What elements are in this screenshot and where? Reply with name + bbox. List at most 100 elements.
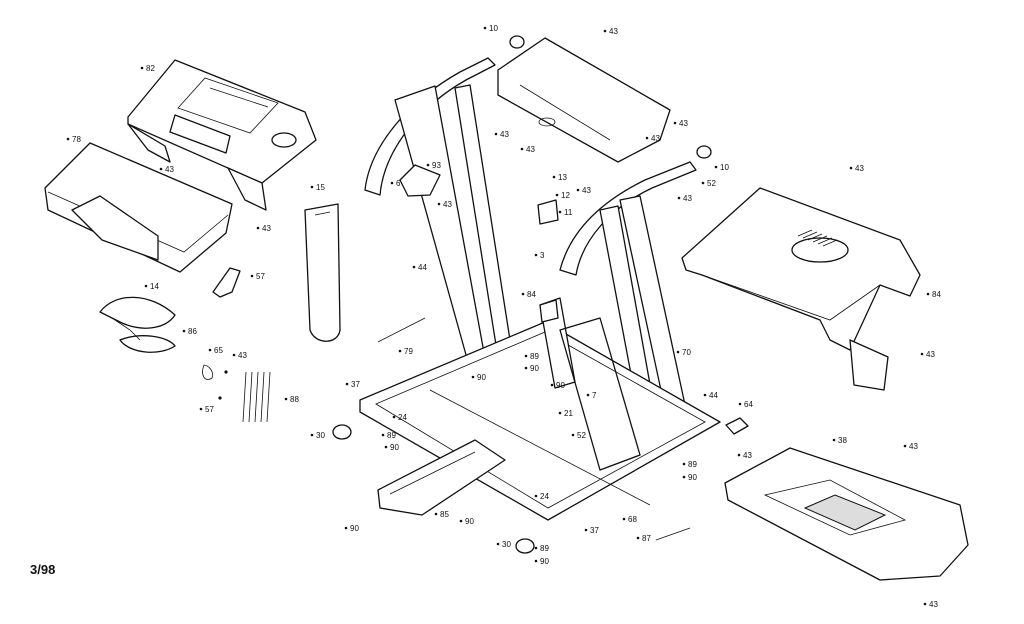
callout-marker	[555, 193, 559, 197]
callout-label-43: 43	[582, 186, 591, 195]
callout-label-38: 38	[838, 436, 847, 445]
callout-label-13: 13	[558, 173, 567, 182]
callout-marker	[310, 185, 314, 189]
callout-marker	[636, 536, 640, 540]
callout-marker	[208, 348, 212, 352]
callout-marker	[182, 329, 186, 333]
callout-marker	[232, 353, 236, 357]
callout-marker	[586, 393, 590, 397]
callout-label-10: 10	[489, 24, 498, 33]
callout-marker	[534, 546, 538, 550]
callout-marker	[392, 415, 396, 419]
callout-marker	[682, 462, 686, 466]
callout-label-43: 43	[926, 350, 935, 359]
callout-label-82: 82	[146, 64, 155, 73]
callout-label-43: 43	[909, 442, 918, 451]
callout-label-85: 85	[440, 510, 449, 519]
callout-marker	[534, 559, 538, 563]
callout-marker	[622, 517, 626, 521]
callout-marker	[926, 292, 930, 296]
callout-marker	[345, 382, 349, 386]
callout-marker	[849, 166, 853, 170]
callout-label-43: 43	[651, 134, 660, 143]
callout-label-79: 79	[404, 347, 413, 356]
callout-label-37: 37	[590, 526, 599, 535]
callout-label-30: 30	[502, 540, 511, 549]
callout-marker	[832, 438, 836, 442]
motor-hood-part	[127, 59, 317, 211]
callout-label-24: 24	[540, 492, 549, 501]
callout-label-7: 7	[592, 391, 597, 400]
callout-label-10: 10	[720, 163, 729, 172]
main-frame-part	[359, 57, 721, 521]
motor-cover-part	[681, 187, 921, 391]
callout-marker	[558, 411, 562, 415]
callout-label-43: 43	[165, 165, 174, 174]
callout-label-52: 52	[577, 431, 586, 440]
callout-label-87: 87	[642, 534, 651, 543]
callout-marker	[496, 542, 500, 546]
motor-tray-part	[724, 447, 969, 581]
callout-marker	[676, 350, 680, 354]
callout-marker	[584, 528, 588, 532]
callout-label-90: 90	[390, 443, 399, 452]
callout-marker	[682, 475, 686, 479]
callout-marker	[66, 137, 70, 141]
callout-label-43: 43	[929, 600, 938, 609]
callout-marker	[250, 274, 254, 278]
callout-label-84: 84	[932, 290, 941, 299]
callout-label-78: 78	[72, 135, 81, 144]
callout-marker	[673, 121, 677, 125]
callout-label-43: 43	[855, 164, 864, 173]
callout-marker	[677, 196, 681, 200]
callout-label-30: 30	[316, 431, 325, 440]
callout-label-43: 43	[683, 194, 692, 203]
hood-cover-part	[44, 142, 233, 273]
callout-marker	[144, 284, 148, 288]
callout-label-6: 6	[396, 179, 401, 188]
console-plate-part	[497, 37, 671, 163]
callout-label-43: 43	[238, 351, 247, 360]
callout-label-70: 70	[682, 348, 691, 357]
callout-label-43: 43	[500, 130, 509, 139]
callout-marker	[398, 349, 402, 353]
callout-marker	[140, 66, 144, 70]
callout-label-90: 90	[540, 557, 549, 566]
callout-marker	[199, 407, 203, 411]
motor-bracket-part	[377, 164, 559, 343]
callout-marker	[483, 26, 487, 30]
callout-label-14: 14	[150, 282, 159, 291]
callout-label-64: 64	[744, 400, 753, 409]
callout-label-89: 89	[387, 431, 396, 440]
callout-label-43: 43	[743, 451, 752, 460]
callout-marker	[534, 253, 538, 257]
skid-plate-part	[377, 439, 506, 516]
callout-label-90: 90	[477, 373, 486, 382]
callout-marker	[437, 202, 441, 206]
date-code: 3/98	[30, 562, 56, 577]
callout-marker	[603, 29, 607, 33]
callout-marker	[703, 393, 707, 397]
callout-marker	[737, 453, 741, 457]
callout-label-11: 11	[564, 208, 573, 217]
callout-marker	[344, 526, 348, 530]
callout-label-43: 43	[443, 200, 452, 209]
callout-label-89: 89	[688, 460, 697, 469]
callout-marker	[459, 519, 463, 523]
callout-label-89: 89	[540, 544, 549, 553]
callout-marker	[558, 210, 562, 214]
callout-marker	[714, 165, 718, 169]
safety-key-part	[99, 296, 176, 353]
callout-marker	[534, 494, 538, 498]
callout-marker	[576, 188, 580, 192]
callout-marker	[256, 226, 260, 230]
callout-marker	[384, 445, 388, 449]
callout-label-90: 90	[556, 381, 565, 390]
callout-marker	[550, 383, 554, 387]
callout-marker	[920, 352, 924, 356]
callout-marker	[571, 433, 575, 437]
callout-label-57: 57	[205, 405, 214, 414]
callout-marker	[552, 175, 556, 179]
